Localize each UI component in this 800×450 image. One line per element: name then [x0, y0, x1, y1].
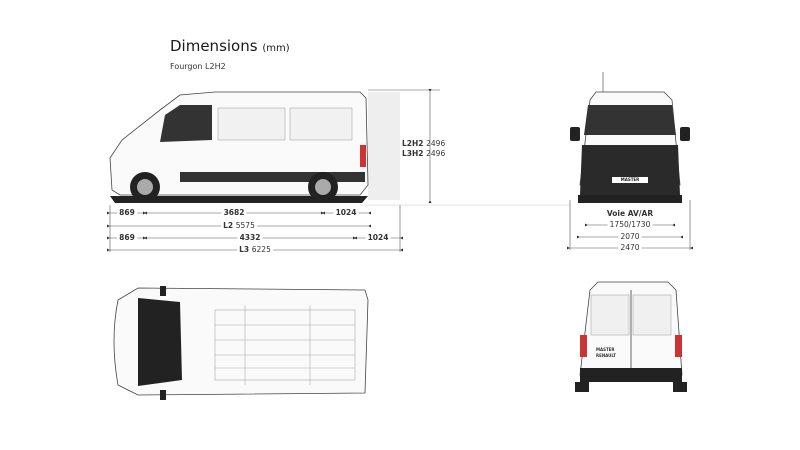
- track-value: 1750/1730: [607, 220, 653, 229]
- front-overhang-l2: 869: [117, 208, 137, 217]
- body-width: 2070: [618, 232, 642, 241]
- title-text: Dimensions: [170, 37, 258, 55]
- unit-label: (mm): [262, 43, 290, 54]
- rear-view-van: [575, 281, 687, 392]
- front-model-badge: MASTER: [620, 177, 640, 182]
- wheelbase-l2: 3682: [221, 208, 247, 217]
- rear-model-badge: MASTER: [596, 347, 615, 352]
- height-label-l2h2: L2H2 2496: [402, 139, 446, 148]
- height-label-l3h2: L3H2 2496: [402, 149, 446, 158]
- mirror-width: 2470: [618, 243, 642, 252]
- front-overhang-l3: 869: [117, 233, 137, 242]
- rear-overhang-l3: 1024: [365, 233, 391, 242]
- front-view-van: [570, 72, 690, 203]
- rear-brand-badge: RENAULT: [596, 353, 616, 358]
- wheelbase-l3: 4332: [237, 233, 263, 242]
- track-label: Voie AV/AR: [604, 209, 656, 218]
- length-l3: L3 6225: [237, 245, 273, 254]
- rear-overhang-l2: 1024: [333, 208, 359, 217]
- length-l2: L2 5575: [221, 221, 257, 230]
- page-title: Dimensions (mm): [170, 37, 290, 55]
- subtitle: Fourgon L2H2: [170, 62, 226, 71]
- side-view-van: [109, 91, 400, 203]
- top-view-van: [113, 286, 369, 400]
